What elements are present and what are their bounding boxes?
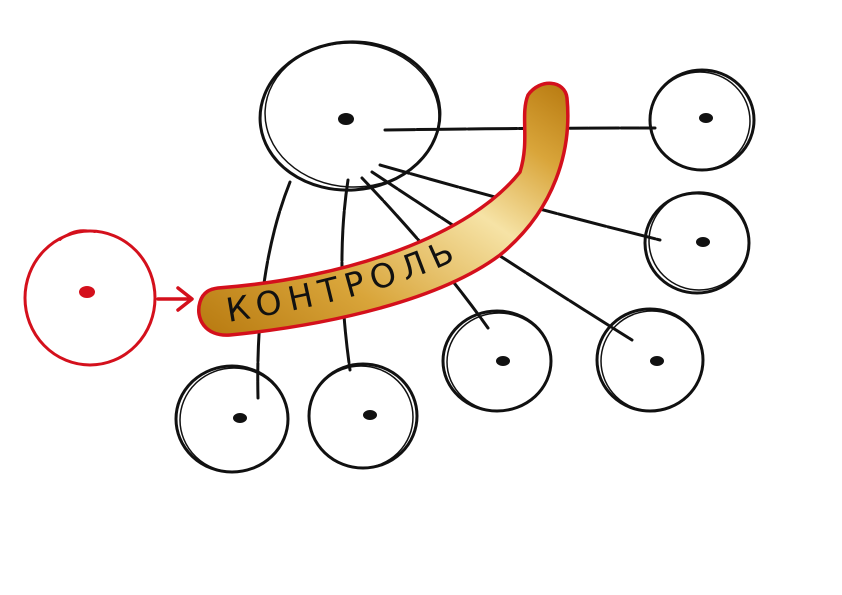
control-band [197, 81, 570, 337]
outside-node [23, 229, 157, 367]
nodes [174, 40, 756, 474]
line-center-to-bottom-right [370, 170, 634, 342]
node-center [258, 40, 442, 192]
node-right-middle [643, 191, 751, 295]
outside-node-dot [79, 286, 95, 298]
line-center-to-right-top [383, 126, 657, 132]
arrow-icon [156, 286, 194, 312]
node-right-top [648, 68, 756, 172]
node-bottom-right [595, 307, 705, 413]
node-bottom-left-1 [174, 364, 290, 474]
node-center-dot [338, 113, 354, 125]
node-bottom-left-2 [307, 362, 419, 470]
node-bottom-center [441, 309, 553, 413]
line-center-to-bottom-left-1 [256, 180, 292, 400]
